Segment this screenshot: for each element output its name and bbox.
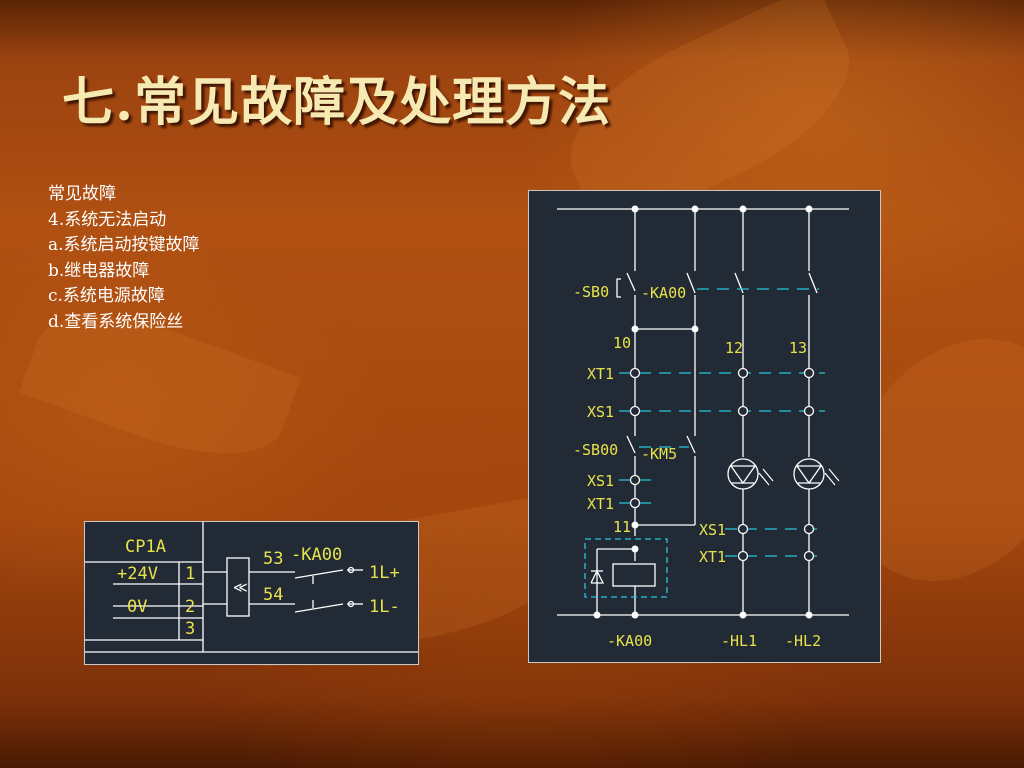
hl2-label: -HL2 (785, 632, 821, 650)
relay-label: -KA00 (291, 545, 342, 565)
plc-terminal: 1 (185, 564, 195, 584)
sb0-label: -SB0 (573, 283, 609, 301)
node-10-label: 10 (613, 334, 631, 352)
junction-dot (739, 611, 747, 619)
output-bottom-label: 1L- (369, 597, 400, 617)
junction-dot (631, 611, 639, 619)
hl1-lamp (727, 458, 759, 490)
light-arrow (758, 472, 770, 486)
relay-enclosure (584, 538, 668, 598)
junction-dot (631, 521, 639, 529)
plc-row-label: 0V (127, 597, 147, 617)
hl1-label: -HL1 (721, 632, 757, 650)
ka00-coil-label: -KA00 (607, 632, 652, 650)
plc-row-label: +24V (117, 564, 158, 584)
plc-wiring-svg: ≪ CP1A +24V 1 0V 2 3 53 54 -KA00 1L+ 1L- (85, 522, 418, 653)
xs1-label: XS1 (587, 403, 614, 421)
list-item: d.查看系统保险丝 (48, 311, 184, 332)
sb00-contact (626, 435, 636, 454)
junction-dot (631, 205, 639, 213)
plc-terminal: 3 (185, 619, 195, 639)
list-item: b.继电器故障 (48, 260, 150, 281)
terminal-point (347, 600, 355, 608)
terminal-circle (803, 367, 815, 379)
junction-dot (593, 611, 601, 619)
km5-label: -KM5 (641, 445, 677, 463)
connector-block (226, 557, 250, 617)
plc-header: CP1A (125, 537, 166, 557)
sb0-contact (626, 272, 636, 292)
list-heading: 常见故障 (48, 184, 116, 204)
km5-contact (686, 435, 696, 454)
output-top-label: 1L+ (369, 563, 400, 583)
terminal-circle (737, 367, 749, 379)
node-11-label: 11 (613, 518, 631, 536)
list-item: a.系统启动按键故障 (48, 235, 200, 255)
slide-title: 七.常见故障及处理方法 (62, 72, 612, 133)
list-item: 4.系统无法启动 (48, 209, 167, 230)
junction-dot (739, 205, 747, 213)
terminal-circle (803, 523, 815, 535)
hl1-diode (730, 465, 757, 485)
junction-dot (631, 545, 639, 553)
hl2-diode (796, 465, 823, 485)
plc-terminal: 2 (185, 597, 195, 617)
xs1-label: XS1 (587, 472, 614, 490)
terminal-circle (737, 523, 749, 535)
ka00-contact-label: -KA00 (641, 284, 686, 302)
hl2-lamp (793, 458, 825, 490)
ka00-contact (686, 272, 696, 294)
terminal-circle (629, 367, 641, 379)
branch-contact (808, 272, 818, 294)
terminal-circle (803, 405, 815, 417)
control-circuit-diagram: -SB0 -KA00 10 12 13 XT1 XS1 -SB00 -KM5 X… (528, 190, 881, 663)
branch-contact (734, 272, 744, 294)
terminal-circle (737, 550, 749, 562)
light-arrow (762, 468, 774, 482)
junction-dot (631, 325, 639, 333)
light-arrow (824, 472, 836, 486)
contact-top (294, 569, 344, 579)
terminal-circle (737, 405, 749, 417)
contact-bottom (294, 603, 344, 613)
flyback-diode (590, 569, 605, 584)
junction-dot (805, 205, 813, 213)
terminal-point (347, 566, 355, 574)
xt1-label: XT1 (587, 365, 614, 383)
xt1-label: XT1 (699, 548, 726, 566)
sb00-label: -SB00 (573, 441, 618, 459)
plc-wiring-diagram: ≪ CP1A +24V 1 0V 2 3 53 54 -KA00 1L+ 1L- (84, 521, 419, 665)
terminal-circle (803, 550, 815, 562)
xt1-label: XT1 (587, 495, 614, 513)
node-12-label: 12 (725, 339, 743, 357)
terminal-circle (629, 497, 641, 509)
xs1-label: XS1 (699, 521, 726, 539)
junction-dot (805, 611, 813, 619)
fault-list: 常见故障 4.系统无法启动 a.系统启动按键故障 b.继电器故障 c.系统电源故… (48, 182, 200, 335)
node-13-label: 13 (789, 339, 807, 357)
list-item: c.系统电源故障 (48, 286, 165, 306)
junction-dot (691, 205, 699, 213)
control-circuit-svg: -SB0 -KA00 10 12 13 XT1 XS1 -SB00 -KM5 X… (557, 205, 849, 650)
contact-top-number: 53 (263, 549, 283, 569)
light-arrow (828, 468, 840, 482)
contact-bottom-number: 54 (263, 585, 283, 605)
sb0-bracket (616, 278, 621, 298)
terminal-circle (629, 405, 641, 417)
junction-dot (691, 325, 699, 333)
terminal-circle (629, 474, 641, 486)
ka00-coil (612, 563, 656, 587)
connector-symbol: ≪ (233, 580, 248, 596)
